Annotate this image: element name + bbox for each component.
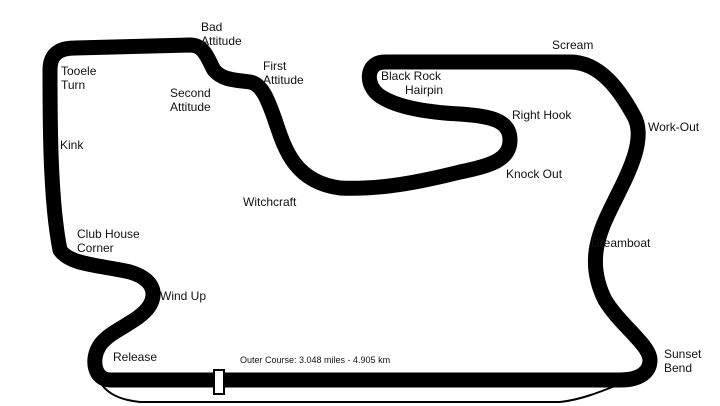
corner-label-knock-out: Knock Out bbox=[506, 167, 563, 181]
corner-label-sunset-bend: Sunset Bend bbox=[664, 347, 702, 375]
corner-label-second-attitude: Second Attitude bbox=[170, 86, 211, 114]
course-length-info: Outer Course: 3.048 miles - 4.905 km bbox=[240, 355, 391, 365]
corner-label-work-out: Work-Out bbox=[648, 120, 700, 134]
corner-label-wind-up: Wind Up bbox=[160, 289, 207, 303]
corner-label-tooele-turn: Tooele Turn bbox=[61, 64, 97, 92]
corner-label-bad-attitude: Bad Attitude bbox=[201, 20, 242, 48]
corner-label-witchcraft: Witchcraft bbox=[243, 195, 297, 209]
corner-label-scream: Scream bbox=[552, 38, 594, 52]
corner-label-kink: Kink bbox=[60, 138, 84, 152]
race-track-outer-course bbox=[42, 37, 658, 388]
corner-label-black-rock-hairpin: Black Rock Hairpin bbox=[381, 69, 444, 97]
start-finish-line bbox=[213, 369, 225, 395]
corner-label-release: Release bbox=[113, 350, 158, 364]
corner-label-right-hook: Right Hook bbox=[512, 108, 572, 122]
corner-label-club-house-corner: Club House Corner bbox=[77, 227, 140, 255]
corner-label-dreamboat: Dreamboat bbox=[591, 236, 651, 250]
corner-label-first-attitude: First Attitude bbox=[263, 59, 304, 87]
